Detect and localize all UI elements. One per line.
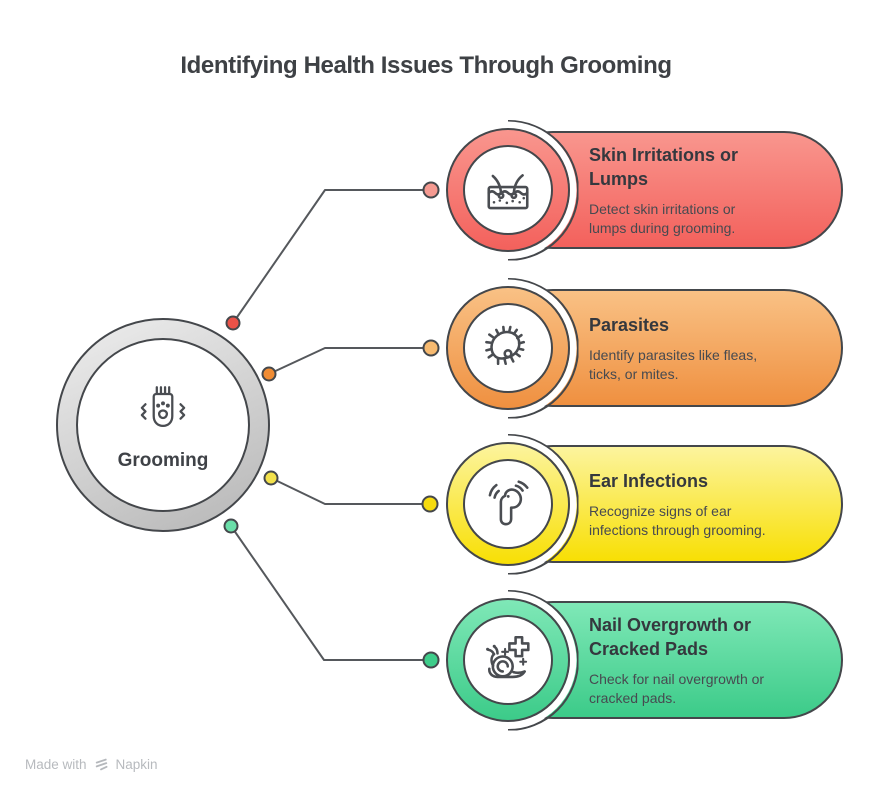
card-parasites[interactable]: Parasites Identify parasites like fleas,… (446, 277, 846, 419)
connector-ear-infections (263, 470, 439, 513)
card-title: Ear Infections (589, 470, 709, 491)
center-node-grooming[interactable]: Grooming (56, 318, 270, 532)
card-dot-yellow (421, 495, 439, 513)
connector-skin-irritations (225, 181, 440, 331)
center-node-inner: Grooming (76, 338, 250, 512)
card-title: Skin Irritations or Lumps (589, 144, 739, 189)
card-description: Recognize signs of ear infections throug… (589, 502, 766, 538)
connector-nail-overgrowth (223, 518, 440, 669)
card-skin-irritations[interactable]: Skin Irritations or Lumps Detect skin ir… (446, 119, 846, 261)
pet-clipper-icon (140, 385, 186, 427)
hub-dot-red (225, 315, 241, 331)
page-title: Identifying Health Issues Through Groomi… (180, 52, 672, 79)
hub-dot-yellow (263, 470, 279, 486)
card-dot-red (422, 181, 440, 199)
hub-dot-green (223, 518, 239, 534)
flea-parasite-icon (485, 325, 526, 366)
card-description: Check for nail overgrowth or cracked pad… (589, 670, 765, 706)
card-ear-infections[interactable]: Ear Infections Recognize signs of ear in… (446, 433, 846, 575)
card-dot-green (422, 651, 440, 669)
skin-follicle-icon (487, 174, 529, 210)
hub-dot-orange (261, 366, 277, 382)
card-title: Parasites (589, 314, 670, 335)
center-node-label: Grooming (117, 449, 209, 471)
card-description: Detect skin irritations or lumps during … (589, 200, 736, 236)
card-description: Identify parasites like fleas, ticks, or… (589, 346, 758, 382)
ear-icon (488, 480, 529, 526)
card-badge (446, 286, 570, 410)
card-nail-overgrowth[interactable]: Nail Overgrowth or Cracked Pads Check fo… (446, 589, 846, 731)
napkin-brand-text: Napkin (115, 757, 158, 772)
card-title: Nail Overgrowth or Cracked Pads (589, 614, 752, 659)
made-with-text: Made with (25, 757, 87, 772)
napkin-logo-icon (95, 758, 108, 771)
made-with-napkin[interactable]: Made with Napkin (25, 756, 158, 773)
card-badge (446, 128, 570, 252)
snail-health-icon (486, 635, 530, 679)
card-badge (446, 598, 570, 722)
card-dot-orange (422, 339, 440, 357)
card-badge (446, 442, 570, 566)
connector-parasites (261, 339, 440, 382)
